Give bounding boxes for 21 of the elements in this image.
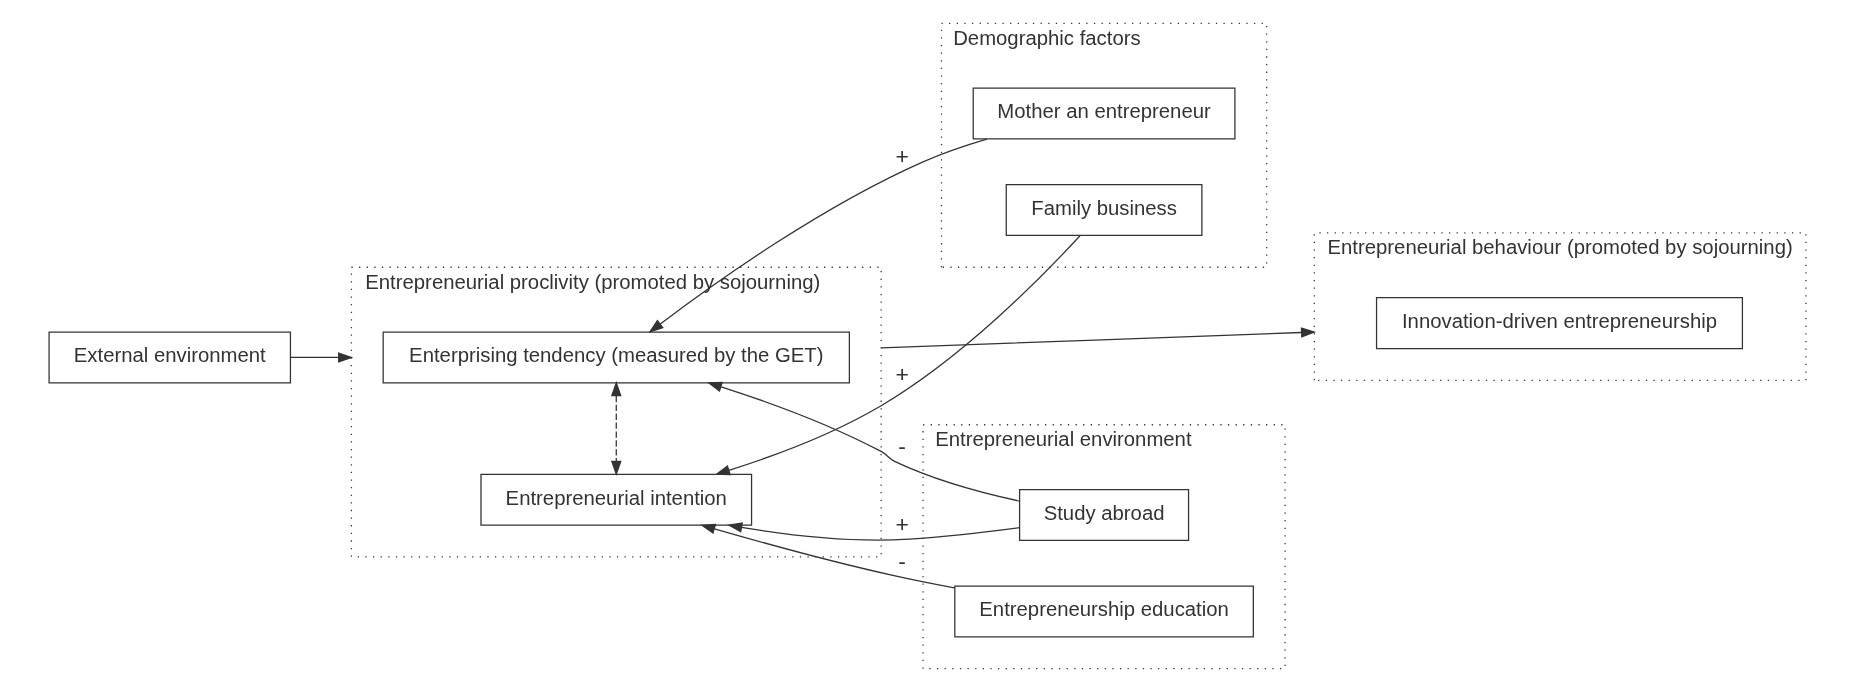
- node-box: Enterprising tendency (measured by the GET): [382, 331, 850, 384]
- edge-label: -: [897, 547, 906, 574]
- arrow: [699, 523, 955, 589]
- node-box: Mother an entrepreneur: [972, 87, 1236, 140]
- node-box: External environment: [47, 331, 291, 384]
- arrow: [610, 381, 622, 477]
- node-box: Entrepreneurial intention: [479, 473, 752, 526]
- node-box: Family business: [1005, 184, 1203, 237]
- node-box: Innovation-driven entrepreneurship: [1375, 297, 1743, 350]
- edge-label: +: [894, 142, 909, 169]
- edge-label: +: [894, 510, 909, 537]
- arrow: [647, 138, 988, 333]
- node-box: Study abroad: [1018, 488, 1189, 541]
- arrow: [289, 352, 353, 363]
- arrow: [714, 235, 1081, 476]
- arrow: [726, 522, 1020, 541]
- edge-label: -: [897, 433, 906, 460]
- arrow: [880, 327, 1316, 349]
- arrow: [706, 381, 1020, 502]
- edge-label: +: [894, 361, 909, 388]
- node-box: Entrepreneurship education: [953, 585, 1254, 638]
